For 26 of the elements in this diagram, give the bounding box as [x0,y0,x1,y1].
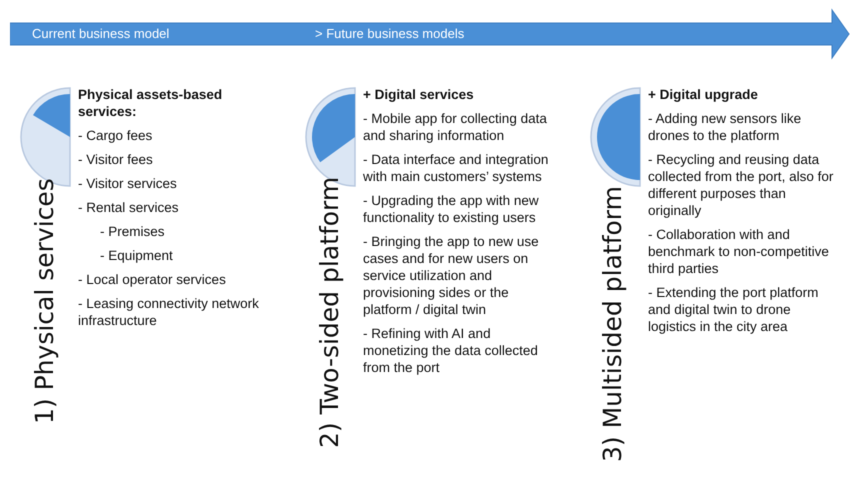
bullet-item: - Upgrading the app with new functionality to existing users [363,192,540,226]
bullet-item: - Data interface and integration with main customers’ systems [363,151,550,185]
bullet-item: - Adding new sensors like drones to the platform [648,110,802,144]
bullet-item: - Leasing connectivity network infrastructure [78,295,260,329]
timeline-arrow [10,8,850,60]
bullet-item: - Collaboration with and benchmark to non-competitive third parties [648,226,830,277]
bullet-item: - Extending the port platform and digital twin to drone logistics in the city area [648,284,820,335]
column-heading: + Digital services [363,86,475,103]
bullet-item: - Equipment [99,247,174,264]
column-title: 3) Multisided platform [598,186,628,462]
column-title: 1) Physical services [30,178,60,424]
stage-label: Current business model [32,26,170,42]
bullet-item: - Cargo fees [78,127,154,144]
column-title: 2) Two-sided platform [315,176,345,448]
bullet-item: - Visitor fees [78,151,154,168]
column-heading: + Digital upgrade [648,86,759,103]
bullet-item: - Visitor services [78,175,178,192]
bullet-item: - Recycling and reusing data collected from the port, also for different purposes than originally [648,151,834,219]
bullet-item: - Mobile app for collecting data and sharing information [363,110,548,144]
bullet-item: - Refining with AI and monetizing the data collected from the port [363,325,539,376]
bullet-item: - Rental services [78,199,180,216]
bullet-item: - Local operator services [78,271,227,288]
bullet-item: - Bringing the app to new use cases and for new users on service utilization and provisioning sides or the platform / digital twin [363,233,540,318]
bullet-item: - Premises [99,223,166,240]
column-heading: Physical assets-based services: [78,86,224,120]
stage-label: > Future business models [315,26,464,42]
